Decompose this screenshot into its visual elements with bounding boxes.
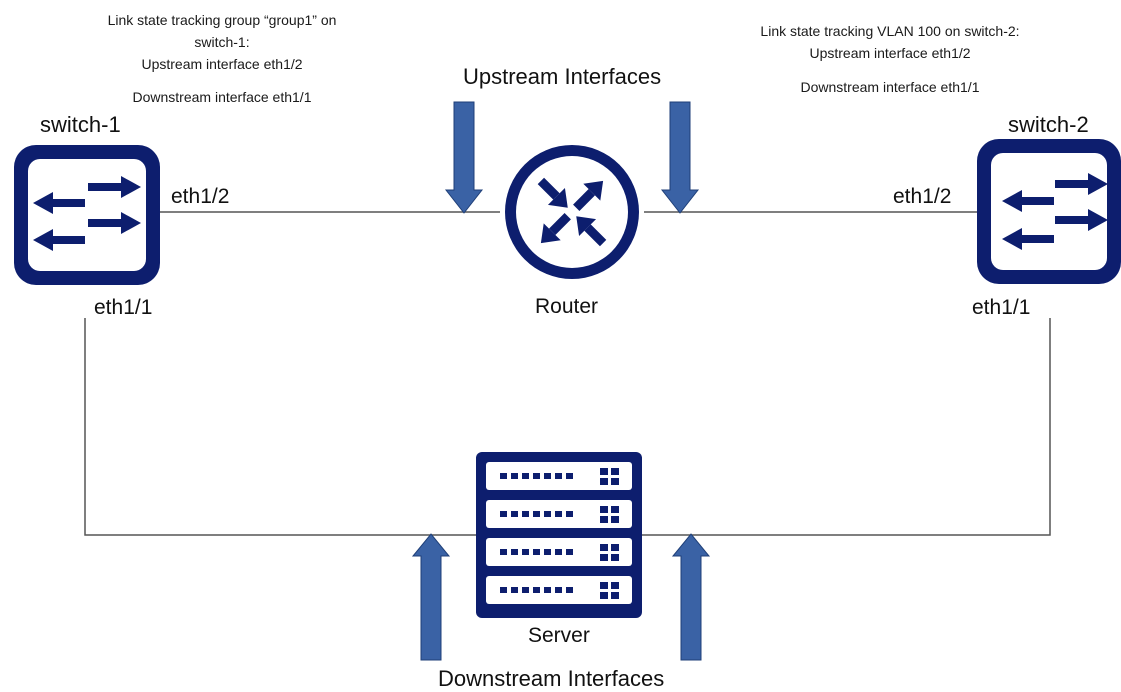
switch-2-icon xyxy=(977,139,1121,284)
switch-1-label: switch-1 xyxy=(40,112,121,137)
note-line: Downstream interface eth1/1 xyxy=(132,89,312,105)
switch-1-icon xyxy=(14,145,160,285)
link-switch1-server xyxy=(84,318,476,536)
upstream-interfaces-title: Upstream Interfaces xyxy=(463,64,662,89)
links xyxy=(84,211,1051,536)
downstream-interfaces-title: Downstream Interfaces xyxy=(438,666,665,691)
note-line: switch-1: xyxy=(194,34,250,50)
switch-2-eth1-1-label: eth1/1 xyxy=(972,296,1031,319)
switch-1-eth1-1-label: eth1/1 xyxy=(94,296,153,319)
note-line: Upstream interface eth1/2 xyxy=(809,45,971,61)
server-rack-icon xyxy=(476,452,642,618)
link-switch2-server xyxy=(642,318,1051,536)
note-line: Downstream interface eth1/1 xyxy=(800,79,980,95)
downstream-arrow-right-icon xyxy=(671,533,711,661)
note-spacer xyxy=(64,75,380,86)
note-spacer xyxy=(718,64,1062,76)
upstream-arrow-right-icon xyxy=(660,101,700,214)
note-line: Upstream interface eth1/2 xyxy=(141,56,303,72)
upstream-arrow-left-icon xyxy=(444,101,484,214)
switch-2-label: switch-2 xyxy=(1008,112,1089,137)
downstream-arrow-left-icon xyxy=(411,533,451,661)
switch-2-config-note: Link state tracking VLAN 100 on switch-2… xyxy=(718,20,1062,98)
switch-1-eth1-2-label: eth1/2 xyxy=(171,185,230,208)
router-icon xyxy=(505,145,639,279)
note-line: Link state tracking VLAN 100 on switch-2… xyxy=(760,23,1020,39)
switch-2-eth1-2-label: eth1/2 xyxy=(893,185,952,208)
server-label: Server xyxy=(528,624,590,647)
note-line: Link state tracking group “group1” on xyxy=(107,12,337,28)
switch-1-config-note: Link state tracking group “group1” on sw… xyxy=(64,9,380,108)
router-label: Router xyxy=(535,295,599,318)
